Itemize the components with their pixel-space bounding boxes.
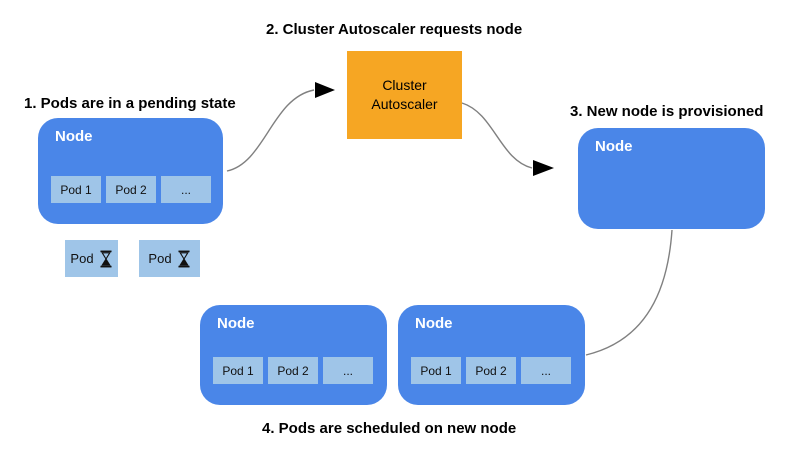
- hourglass-icon: [178, 250, 190, 267]
- node-title: Node: [217, 315, 255, 332]
- connector-autoscaler-to-newnode: [461, 102, 533, 169]
- pending-pod: Pod: [139, 240, 200, 277]
- pending-pod-label: Pod: [70, 251, 94, 266]
- pod-box: ...: [521, 357, 571, 384]
- step-2-label: 2. Cluster Autoscaler requests node: [266, 21, 523, 38]
- step-1-label: 1. Pods are in a pending state: [24, 95, 236, 112]
- cluster-autoscaler-box: Cluster Autoscaler: [347, 51, 462, 139]
- step-4-label: 4. Pods are scheduled on new node: [262, 420, 517, 437]
- pod-box: Pod 2: [466, 357, 516, 384]
- pod-box: Pod 2: [268, 357, 318, 384]
- pending-pod: Pod: [65, 240, 118, 277]
- cluster-autoscaler-label: Cluster Autoscaler: [371, 77, 438, 112]
- node-title: Node: [55, 128, 93, 145]
- node-title: Node: [595, 138, 633, 155]
- node-title: Node: [415, 315, 453, 332]
- pod-box: Pod 1: [213, 357, 263, 384]
- pod-row: Pod 1 Pod 2 ...: [213, 357, 373, 384]
- pod-box: Pod 2: [106, 176, 156, 203]
- arrowhead-to-autoscaler-icon: [315, 82, 335, 98]
- hourglass-icon: [100, 250, 112, 267]
- pod-box: Pod 1: [51, 176, 101, 203]
- arrowhead-to-newnode-icon: [533, 160, 554, 176]
- pod-box: ...: [323, 357, 373, 384]
- pending-pod-label: Pod: [148, 251, 172, 266]
- pod-box: Pod 1: [411, 357, 461, 384]
- connector-newnode-to-scheduled: [585, 229, 673, 356]
- connector-pending-to-autoscaler: [226, 89, 315, 172]
- scheduled-node-right: Node Pod 1 Pod 2 ...: [398, 305, 585, 405]
- new-node: Node: [578, 128, 765, 229]
- pod-row: Pod 1 Pod 2 ...: [51, 176, 211, 203]
- pod-row: Pod 1 Pod 2 ...: [411, 357, 571, 384]
- step-3-label: 3. New node is provisioned: [570, 103, 764, 120]
- scheduled-node-left: Node Pod 1 Pod 2 ...: [200, 305, 387, 405]
- pod-box: ...: [161, 176, 211, 203]
- pending-node: Node Pod 1 Pod 2 ...: [38, 118, 223, 224]
